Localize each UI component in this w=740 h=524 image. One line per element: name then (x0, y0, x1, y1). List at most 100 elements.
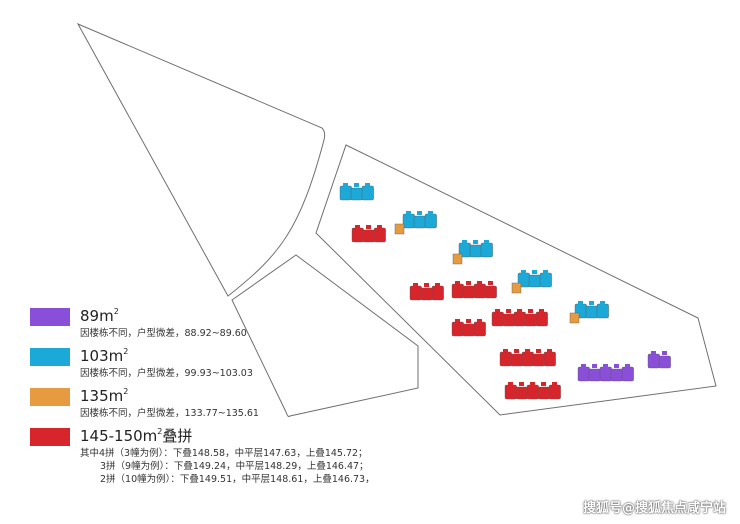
building-unit-bump (530, 382, 535, 386)
building-unit-bump (413, 283, 418, 287)
building-unit (647, 353, 660, 369)
building-unit-bump (541, 382, 546, 386)
building-unit (362, 229, 375, 243)
building-unit-bump (466, 319, 471, 323)
building-layer (339, 183, 671, 400)
legend-item-145: 145-150m2叠拼 其中4拼（3幢为例）：下叠148.58，中平层147.6… (30, 426, 450, 485)
plot-east (315, 144, 717, 416)
building-unit (543, 351, 556, 367)
building-unit-bump (477, 319, 482, 323)
building-unit (588, 368, 601, 382)
building-unit (528, 274, 541, 288)
building-135 (394, 223, 405, 235)
building-unit-bump (614, 364, 619, 368)
building-unit (339, 185, 352, 201)
legend-item-89: 89m2 因楼栋不同，户型微差，88.92~89.60 (30, 306, 450, 339)
building-unit (462, 285, 475, 299)
building-unit (535, 311, 548, 327)
watermark: 搜狐号@搜狐焦点咸宁站 (582, 501, 726, 516)
legend-note: 因楼栋不同，户型微差，133.77~135.61 (80, 408, 259, 419)
building-unit-bump (477, 281, 482, 285)
legend-item-135: 135m2 因楼栋不同，户型微差，133.77~135.61 (30, 386, 450, 419)
building-unit (510, 353, 523, 367)
legend-note: 因楼栋不同，户型微差，88.92~89.60 (80, 328, 247, 339)
building-unit (351, 227, 364, 243)
building-unit (532, 353, 545, 367)
building-unit-bump (506, 309, 511, 313)
building-unit-bump (532, 270, 537, 274)
building-unit-bump (603, 364, 608, 368)
legend-swatch-103 (30, 348, 70, 366)
building-unit (577, 366, 590, 382)
legend-note: 2拼（10幢为例）：下叠149.51，中平层148.61，上叠146.73， (100, 474, 375, 485)
plot-north-wedge (76, 22, 326, 297)
building-unit-bump (552, 382, 557, 386)
building-unit (513, 311, 526, 327)
legend-label-145: 145-150m2叠拼 (80, 427, 193, 445)
building-unit (451, 321, 464, 337)
building-unit-bump (377, 225, 382, 229)
building-unit-bump (417, 211, 422, 215)
building-unit-bump (625, 364, 630, 368)
building-unit (515, 386, 528, 400)
building-unit-bump (484, 240, 489, 244)
building-unit (409, 285, 422, 301)
building-unit (420, 287, 433, 301)
building-unit-bump (547, 349, 552, 353)
legend-item-103: 103m2 因楼栋不同，户型微差，99.93~103.03 (30, 346, 450, 379)
legend-label-103: 103m2 (80, 347, 129, 365)
building-unit-bump (536, 349, 541, 353)
building-unit-bump (592, 364, 597, 368)
building-unit (526, 384, 539, 400)
building-unit (350, 187, 363, 201)
building-unit-bump (435, 283, 440, 287)
legend-note: 3拼（9幢为例）：下叠149.24，中平层148.29，上叠146.47； (100, 461, 369, 472)
building-unit-bump (508, 382, 513, 386)
building-unit (599, 366, 612, 382)
building-unit-bump (525, 349, 530, 353)
building-unit-bump (514, 349, 519, 353)
building-unit-bump (503, 349, 508, 353)
building-unit (539, 272, 552, 288)
building-unit (596, 303, 609, 319)
building-unit (373, 227, 386, 243)
building-unit-bump (600, 301, 605, 305)
building-unit (402, 213, 415, 229)
building-unit-bump (428, 211, 433, 215)
building-unit (413, 215, 426, 229)
building-unit-bump (581, 364, 586, 368)
building-unit (658, 355, 671, 369)
building-unit (431, 285, 444, 301)
building-unit-bump (462, 240, 467, 244)
building-unit-bump (488, 281, 493, 285)
building-135 (511, 282, 522, 294)
plot-south-west (231, 254, 419, 417)
building-unit-bump (495, 309, 500, 313)
building-unit (473, 283, 486, 299)
building-unit (621, 366, 634, 382)
legend-swatch-89 (30, 308, 70, 326)
building-unit-bump (651, 351, 656, 355)
building-unit-bump (343, 183, 348, 187)
building-unit (469, 244, 482, 258)
building-unit (524, 313, 537, 327)
building-unit-bump (355, 225, 360, 229)
building-unit (521, 351, 534, 367)
building-unit (585, 305, 598, 319)
building-unit-bump (521, 270, 526, 274)
building-unit-bump (366, 225, 371, 229)
building-unit-bump (455, 281, 460, 285)
building-unit-bump (424, 283, 429, 287)
building-unit (491, 311, 504, 327)
building-unit-bump (455, 319, 460, 323)
building-unit (504, 384, 517, 400)
legend-label-89: 89m2 (80, 307, 119, 325)
legend-note: 其中4拼（3幢为例）：下叠148.58，中平层147.63，上叠145.72； (80, 448, 368, 459)
building-unit-bump (406, 211, 411, 215)
building-unit-bump (589, 301, 594, 305)
building-unit (361, 185, 374, 201)
legend: 89m2 因楼栋不同，户型微差，88.92~89.60 103m2 因楼栋不同，… (30, 306, 450, 485)
building-unit-bump (473, 240, 478, 244)
building-135 (569, 312, 580, 324)
building-unit-bump (662, 351, 667, 355)
